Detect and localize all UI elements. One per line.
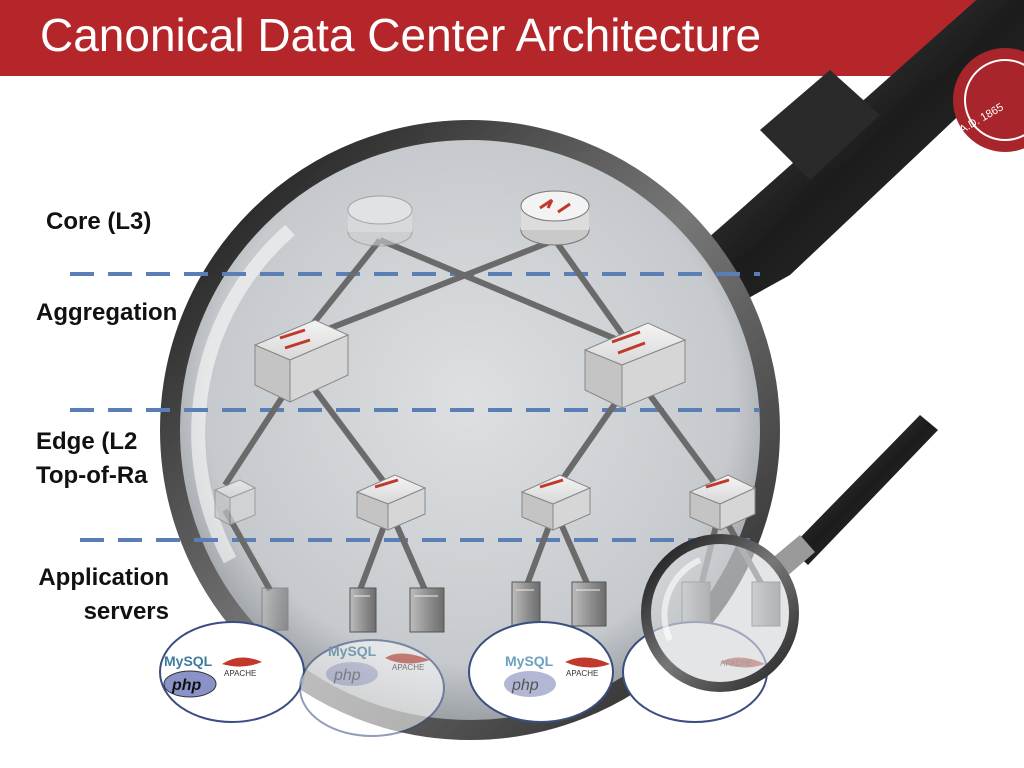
title-bar: Canonical Data Center Architecture [0,0,1024,76]
small-magnifier-handle [770,415,938,578]
tor-switch-2 [355,474,427,531]
tor-switch-3 [520,474,592,531]
label-edge-line1: Edge (L2 [36,428,138,455]
svg-text:MySQL: MySQL [328,643,377,659]
php-logo: php [171,677,202,694]
core-router-2 [520,190,590,246]
aggregation-switch-2 [583,322,687,409]
label-app-line1: Application [38,564,169,591]
software-oval-1: MySQL php APACHE [159,621,305,723]
core-router-1 [347,195,413,247]
server-2 [349,587,377,633]
label-edge: Edge (L2 Top-of-Ra [36,425,148,493]
label-core: Core (L3) [46,208,152,235]
software-oval-3: MySQL php APACHE [468,621,614,723]
label-edge-line2: Top-of-Ra [36,462,148,489]
aggregation-switch-1 [253,319,350,403]
software-oval-2: MySQL php APACHE [299,639,445,737]
tor-switch-1 [213,479,257,526]
label-app-line2: servers [83,598,169,625]
label-application-servers: Application servers [14,561,169,629]
svg-text:APACHE: APACHE [566,669,598,678]
apache-logo: APACHE [224,669,256,678]
server-5 [571,581,607,627]
slide-title: Canonical Data Center Architecture [40,9,762,61]
svg-text:php: php [511,677,539,694]
server-4 [511,581,541,627]
label-aggregation: Aggregation [36,299,178,326]
big-magnifier-handle [700,0,1024,300]
server-3 [409,587,445,633]
svg-text:APACHE: APACHE [392,663,424,672]
mysql-logo: MySQL [164,653,213,669]
svg-text:php: php [333,667,361,684]
svg-text:MySQL: MySQL [505,653,554,669]
tor-switch-4 [688,474,757,531]
small-magnifier-lens [641,534,799,692]
big-magnifier-lens [160,120,780,740]
server-1 [261,587,289,631]
university-seal: A.D. 1865 [953,48,1024,152]
layer-dividers [70,272,760,542]
